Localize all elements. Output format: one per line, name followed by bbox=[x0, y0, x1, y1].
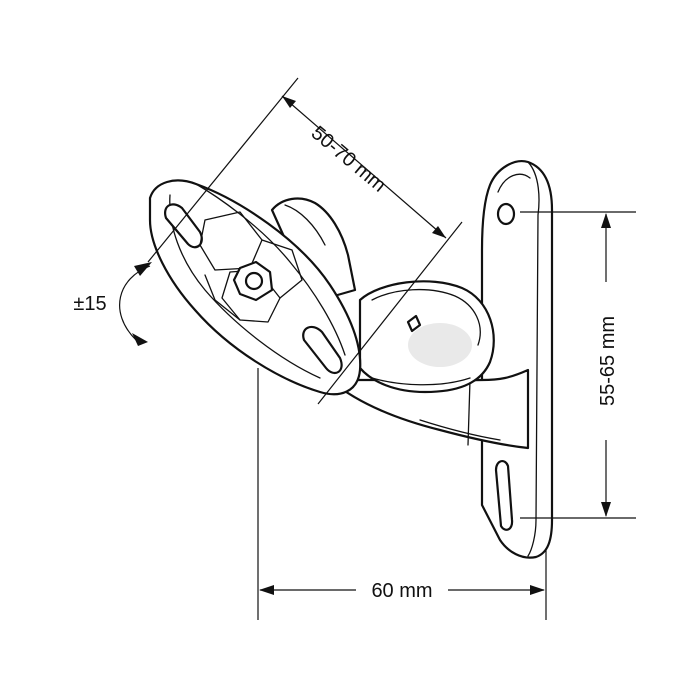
hinge-fork bbox=[270, 197, 357, 302]
tilt-indicator: ±15 bbox=[73, 262, 152, 346]
tilt-arrow-bottom bbox=[132, 333, 148, 346]
dimension-height: 55-65 mm bbox=[520, 211, 636, 519]
tilt-arc bbox=[119, 265, 151, 341]
wall-plate-bottom-slot bbox=[494, 460, 514, 531]
dimension-height-label: 55-65 mm bbox=[597, 316, 619, 406]
tilt-label: ±15 bbox=[73, 293, 106, 315]
dimension-diagonal-label: 50-70 mm bbox=[307, 122, 390, 197]
swivel-arm bbox=[328, 280, 530, 450]
tilt-arrow-top bbox=[134, 262, 152, 276]
dimension-width: 60 mm bbox=[257, 368, 547, 620]
speaker-plate-top-slot bbox=[164, 203, 203, 249]
wall-plate-top-hole bbox=[496, 202, 516, 226]
speaker-plate bbox=[148, 179, 362, 396]
dimension-width-label: 60 mm bbox=[371, 580, 432, 602]
wall-plate bbox=[480, 160, 554, 559]
speaker-plate-bottom-slot bbox=[302, 325, 343, 375]
bracket-drawing bbox=[148, 160, 554, 559]
